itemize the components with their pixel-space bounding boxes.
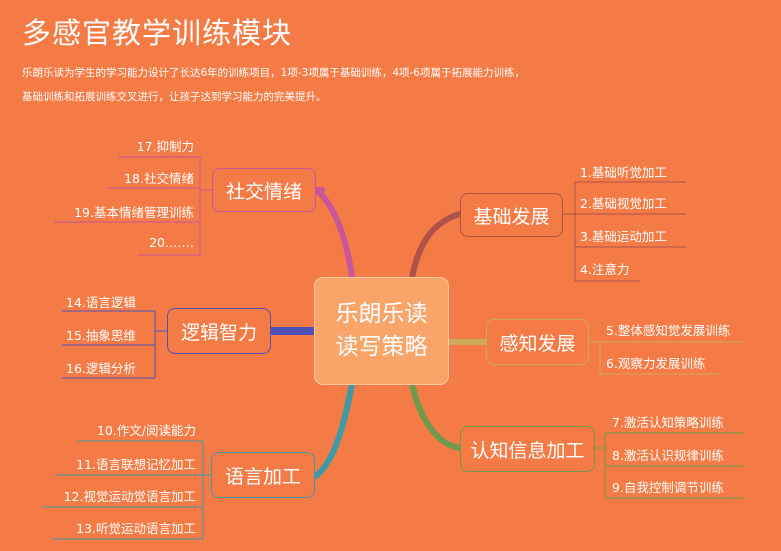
leaf-basic-1: 1.基础听觉加工 (580, 165, 667, 180)
leaf-social-3: 19.基本情绪管理训练 (74, 205, 194, 220)
branch-node-logic: 逻辑智力 (167, 308, 271, 354)
center-node-line-2: 读写策略 (335, 334, 428, 360)
leaf-basic-2: 2.基础视觉加工 (580, 196, 667, 211)
leaf-language-2: 11.语言联想记忆加工 (76, 457, 196, 472)
branch-node-cognitive: 认知信息加工 (460, 426, 595, 472)
leaf-cognitive-1: 7.激活认知策略训练 (612, 415, 724, 430)
leaf-cognitive-3: 9.自我控制调节训练 (612, 480, 724, 495)
branch-node-basic: 基础发展 (460, 193, 563, 237)
leaf-perceive-1: 5.整体感知觉发展训练 (606, 323, 731, 338)
branch-node-language: 语言加工 (211, 452, 315, 498)
leaf-basic-3: 3.基础运动加工 (580, 229, 667, 244)
leaf-logic-2: 15.抽象思维 (66, 328, 136, 343)
leaf-cognitive-2: 8.激活认识规律训练 (612, 448, 724, 463)
leaf-social-4: 20.…… (149, 235, 194, 250)
description-line-1: 乐朗乐读为学生的学习能力设计了长达6年的训练项目，1项-3项属于基础训练，4项-… (22, 67, 525, 79)
branch-node-perceive: 感知发展 (486, 319, 589, 365)
branch-node-social: 社交情绪 (212, 168, 316, 212)
description-line-2: 基础训练和拓展训练交叉进行，让孩子达到学习能力的完美提升。 (22, 91, 327, 103)
leaf-social-1: 17.抑制力 (136, 139, 194, 154)
leaf-social-2: 18.社交情绪 (124, 171, 194, 186)
center-node-line-1: 乐朗乐读 (335, 301, 428, 327)
leaf-perceive-2: 6.观察力发展训练 (606, 356, 706, 371)
leaf-language-3: 12.视觉运动觉语言加工 (63, 489, 196, 504)
leaf-logic-3: 16.逻辑分析 (66, 361, 136, 376)
leaf-basic-4: 4.注意力 (580, 262, 630, 277)
leaf-language-4: 13.听觉运动语言加工 (76, 521, 196, 536)
leaf-language-1: 10.作文/阅读能力 (96, 423, 196, 438)
page-title: 多感官教学训练模块 (22, 16, 293, 50)
leaf-logic-1: 14.语言逻辑 (66, 295, 136, 310)
center-node: 乐朗乐读 读写策略 (314, 277, 449, 385)
